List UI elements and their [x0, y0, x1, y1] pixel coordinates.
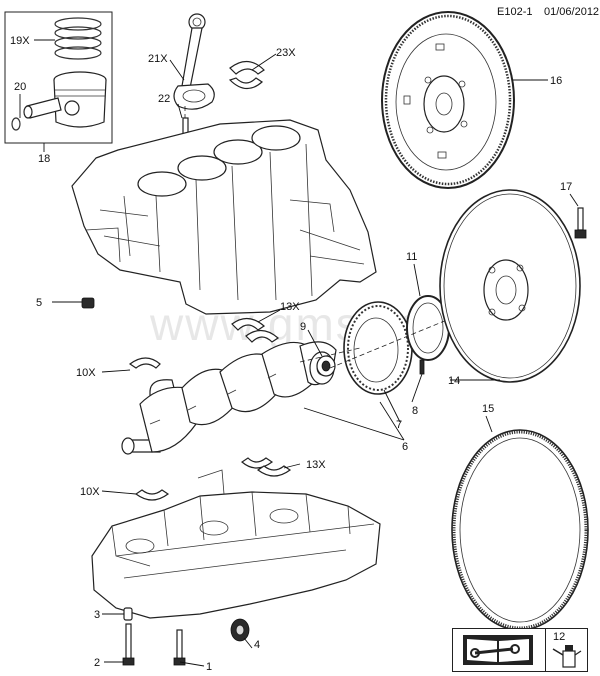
piston[interactable] — [53, 71, 107, 128]
pin-retainer-clip[interactable] — [11, 117, 21, 131]
callout-10x-bottom: 10X — [80, 486, 100, 498]
callout-7: 7 — [396, 419, 402, 431]
callout-19x: 19X — [10, 35, 30, 47]
assembly-axis-2 — [299, 347, 361, 363]
dual-mass-flywheel[interactable] — [381, 11, 515, 189]
engine-block[interactable] — [71, 119, 377, 315]
main-bearing-lower[interactable] — [134, 489, 170, 501]
callout-16: 16 — [550, 75, 562, 87]
piston-rings[interactable] — [54, 17, 102, 60]
bedplate-bolt[interactable] — [173, 629, 186, 666]
callout-15: 15 — [482, 403, 494, 415]
piston-kit-box — [4, 11, 113, 152]
bedplate-plug[interactable] — [230, 618, 250, 642]
piston-pin[interactable] — [23, 97, 62, 119]
oil-can-icon — [552, 645, 582, 668]
thrust-washer-lower[interactable] — [241, 457, 292, 477]
rod-bearing[interactable] — [228, 60, 265, 90]
diagram-date: 01/06/2012 — [544, 6, 600, 18]
crank-sprocket[interactable] — [316, 355, 336, 377]
callout-6: 6 — [402, 441, 408, 453]
callout-12: 12 — [553, 631, 566, 643]
reluctor-bolt[interactable] — [419, 359, 425, 375]
callout-10x-top: 10X — [76, 367, 96, 379]
dowel-pin[interactable] — [123, 607, 133, 621]
legend-box: 12 — [452, 628, 588, 672]
callout-18: 18 — [38, 153, 50, 165]
legend-divider — [545, 629, 546, 671]
callout-21x: 21X — [148, 53, 168, 65]
callout-4: 4 — [254, 639, 260, 651]
callout-13x-bottom: 13X — [306, 459, 326, 471]
main-bearing-upper[interactable] — [128, 357, 161, 369]
bedplate[interactable] — [91, 469, 381, 619]
callout-9: 9 — [300, 321, 306, 333]
callout-14: 14 — [448, 375, 460, 387]
connecting-rod[interactable] — [173, 13, 215, 110]
flywheel-bolt[interactable] — [574, 207, 587, 239]
callout-22: 22 — [158, 93, 170, 105]
diagram-id: E102-1 — [497, 6, 533, 18]
block-plug[interactable] — [81, 297, 95, 309]
callout-labels: 19X 20 18 21X 22 23X 16 17 5 11 13X 9 10… — [10, 35, 572, 673]
callout-1: 1 — [206, 661, 212, 673]
callout-17: 17 — [560, 181, 572, 193]
ring-gear[interactable] — [451, 429, 589, 631]
crankshaft[interactable] — [121, 341, 337, 455]
bedplate-bolt-long[interactable] — [122, 623, 135, 666]
flywheel[interactable] — [439, 189, 581, 383]
leader-lines — [19, 39, 579, 667]
callout-5: 5 — [36, 297, 42, 309]
callout-11: 11 — [406, 251, 417, 263]
thrust-washer-upper[interactable] — [231, 317, 279, 343]
callout-13x-top: 13X — [280, 301, 300, 313]
callout-23x: 23X — [276, 47, 296, 59]
callout-3: 3 — [94, 609, 100, 621]
callout-2: 2 — [94, 657, 100, 669]
callout-8: 8 — [412, 405, 418, 417]
callout-20: 20 — [14, 81, 26, 93]
book-wrench-icon — [463, 635, 533, 665]
